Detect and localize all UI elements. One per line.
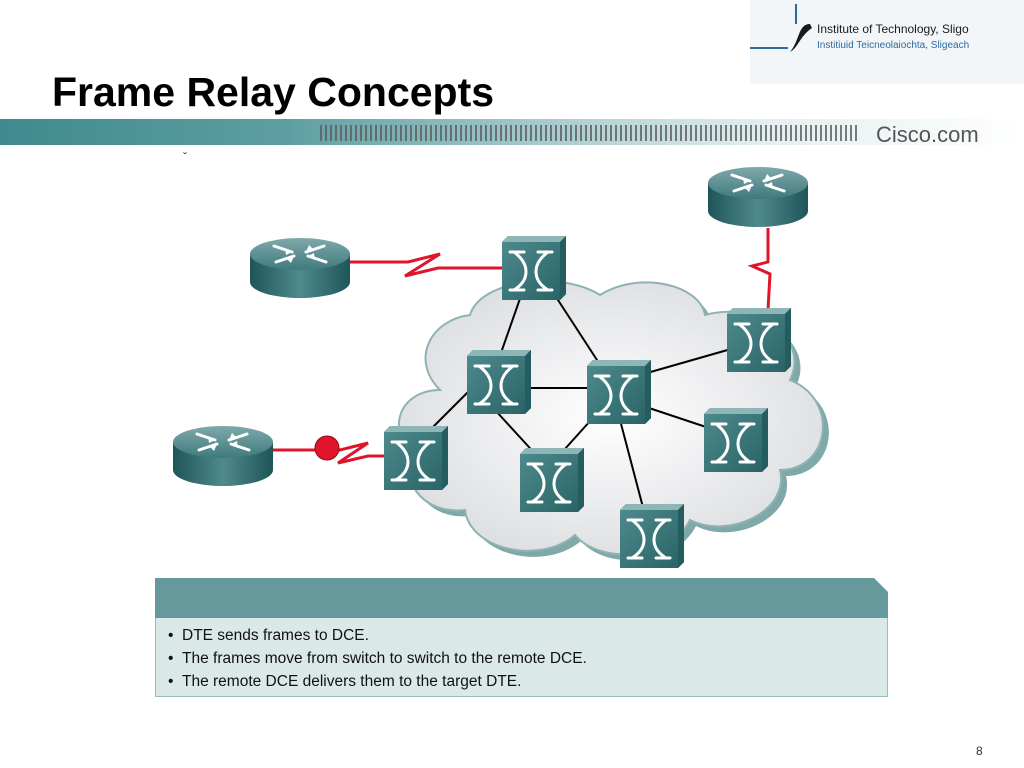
switch-bottom-left	[518, 446, 586, 514]
switch-bottom	[618, 502, 686, 570]
list-item: •The frames move from switch to switch t…	[168, 650, 587, 667]
institute-logo: Institute of Technology, Sligo Institiui…	[750, 0, 1024, 84]
notes-body: •DTE sends frames to DCE. •The frames mo…	[155, 618, 888, 697]
logo-name-irish: Institiuid Teicneolaiochta, Sligeach	[817, 40, 970, 51]
logo-accent-horizontal	[750, 47, 788, 49]
notes-header-corner	[874, 578, 888, 592]
router-dte-left	[171, 424, 275, 488]
router-dte-top-right	[706, 165, 810, 229]
notes-box: •DTE sends frames to DCE. •The frames mo…	[155, 578, 888, 698]
router-dte-top-left	[248, 236, 352, 300]
switch-dce-remote	[725, 306, 793, 374]
bullet-text: DTE sends frames to DCE.	[182, 627, 369, 644]
switch-dce-top	[500, 234, 568, 302]
list-item: •DTE sends frames to DCE.	[168, 627, 369, 644]
switch-center	[585, 358, 653, 426]
page-number: 8	[976, 744, 983, 758]
switch-right	[702, 406, 770, 474]
bullet-text: The frames move from switch to switch to…	[182, 650, 587, 667]
cisco-brand: Cisco.com	[876, 122, 979, 147]
frame-relay-diagram	[171, 165, 829, 570]
header-barcode-pattern	[320, 125, 860, 141]
switch-dce-local	[382, 424, 450, 492]
logo-name-english: Institute of Technology, Sligo	[817, 22, 969, 36]
logo-accent-vertical	[795, 4, 797, 24]
list-item: •The remote DCE delivers them to the tar…	[168, 673, 522, 690]
frame-dot	[314, 435, 340, 461]
logo-swoosh-icon	[790, 24, 812, 52]
bullet-text: The remote DCE delivers them to the targ…	[182, 673, 522, 690]
notes-header	[155, 578, 888, 618]
stray-mark: ˇ	[183, 150, 187, 164]
switch-left	[465, 348, 533, 416]
notes-list: •DTE sends frames to DCE. •The frames mo…	[168, 624, 587, 693]
page-title: Frame Relay Concepts	[52, 69, 495, 115]
